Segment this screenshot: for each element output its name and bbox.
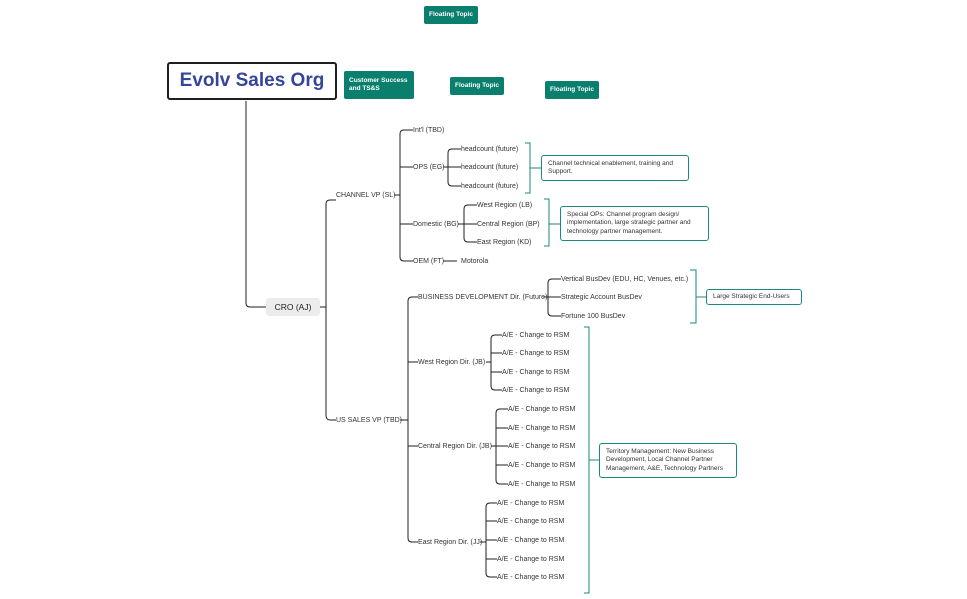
connector-root-cro [245,101,266,308]
floating-topic-right[interactable]: Floating Topic [545,81,599,99]
connector-east-children [485,502,497,578]
cro-node[interactable]: CRO (AJ) [266,298,320,316]
ae-node[interactable]: A/E - Change to RSM [497,537,565,544]
bizdev-node[interactable]: BUSINESS DEVELOPMENT Dir. (Future) [418,294,548,301]
floating-topic-top[interactable]: Floating Topic [424,6,478,24]
callout-territory[interactable]: Territory Management: New Business Devel… [599,443,737,478]
motorola-node[interactable]: Motorola [461,258,489,265]
connector-ops-children [447,148,461,187]
callout-large-strategic[interactable]: Large Strategic End-Users [706,289,802,305]
bracket-territory [584,326,599,594]
callout-channel-tech[interactable]: Channel technical enablement, training a… [541,155,689,181]
connector-domestic-children [463,204,477,243]
ae-node[interactable]: A/E - Change to RSM [497,518,565,525]
connector-cro-vps [325,199,336,421]
bracket-headcount [525,142,541,194]
intl-node[interactable]: Int'l (TBD) [413,127,445,134]
strategic-account-node[interactable]: Strategic Account BusDev [561,294,642,301]
ae-node[interactable]: A/E - Change to RSM [497,574,565,581]
connector-channel-children [399,129,413,262]
ae-node[interactable]: A/E - Change to RSM [502,350,570,357]
central-region-node[interactable]: Central Region (BP) [477,221,540,228]
vertical-busdev-node[interactable]: Vertical BusDev (EDU, HC, Venues, etc.) [561,276,689,283]
floating-topic-middle[interactable]: Floating Topic [450,77,504,95]
connector-central-children [495,408,508,485]
floating-topic-customer-success[interactable]: Customer Success and TS&S [344,71,414,99]
ae-node[interactable]: A/E - Change to RSM [502,332,570,339]
us-sales-vp-node[interactable]: US SALES VP (TBD) [336,417,403,424]
east-region-dir-node[interactable]: East Region Dir. (JJ) [418,539,483,546]
connector-bizdev-children [547,278,561,317]
west-region-node[interactable]: West Region (LB) [477,202,533,209]
ae-node[interactable]: A/E - Change to RSM [508,443,576,450]
ae-node[interactable]: A/E - Change to RSM [502,369,570,376]
bracket-bizdev [690,269,706,324]
central-region-dir-node[interactable]: Central Region Dir. (JB) [418,443,492,450]
fortune-100-node[interactable]: Fortune 100 BusDev [561,313,626,320]
connector-channel-ticks [400,129,413,225]
ae-node[interactable]: A/E - Change to RSM [508,462,576,469]
headcount-node-3[interactable]: headcount (future) [461,183,519,190]
headcount-node-2[interactable]: headcount (future) [461,164,519,171]
headcount-node-1[interactable]: headcount (future) [461,146,519,153]
east-region-node[interactable]: East Region (KD) [477,239,532,246]
connector-us-children [407,296,418,543]
domestic-node[interactable]: Domestic (BG) [413,221,459,228]
ae-node[interactable]: A/E - Change to RSM [508,425,576,432]
west-region-dir-node[interactable]: West Region Dir. (JB) [418,359,486,366]
ae-node[interactable]: A/E - Change to RSM [497,556,565,563]
oem-node[interactable]: OEM (FT) [413,258,445,265]
bracket-domestic [544,198,560,247]
connector-west-children [490,334,502,391]
ops-node[interactable]: OPS (EG) [413,164,445,171]
ae-node[interactable]: A/E - Change to RSM [508,406,576,413]
channel-vp-node[interactable]: CHANNEL VP (SL) [336,192,396,199]
ae-node[interactable]: A/E - Change to RSM [497,500,565,507]
ae-node[interactable]: A/E - Change to RSM [502,387,570,394]
ae-node[interactable]: A/E - Change to RSM [508,481,576,488]
callout-special-ops[interactable]: Special OPs: Channel program design/ imp… [560,206,709,241]
root-topic[interactable]: Evolv Sales Org [167,62,337,100]
